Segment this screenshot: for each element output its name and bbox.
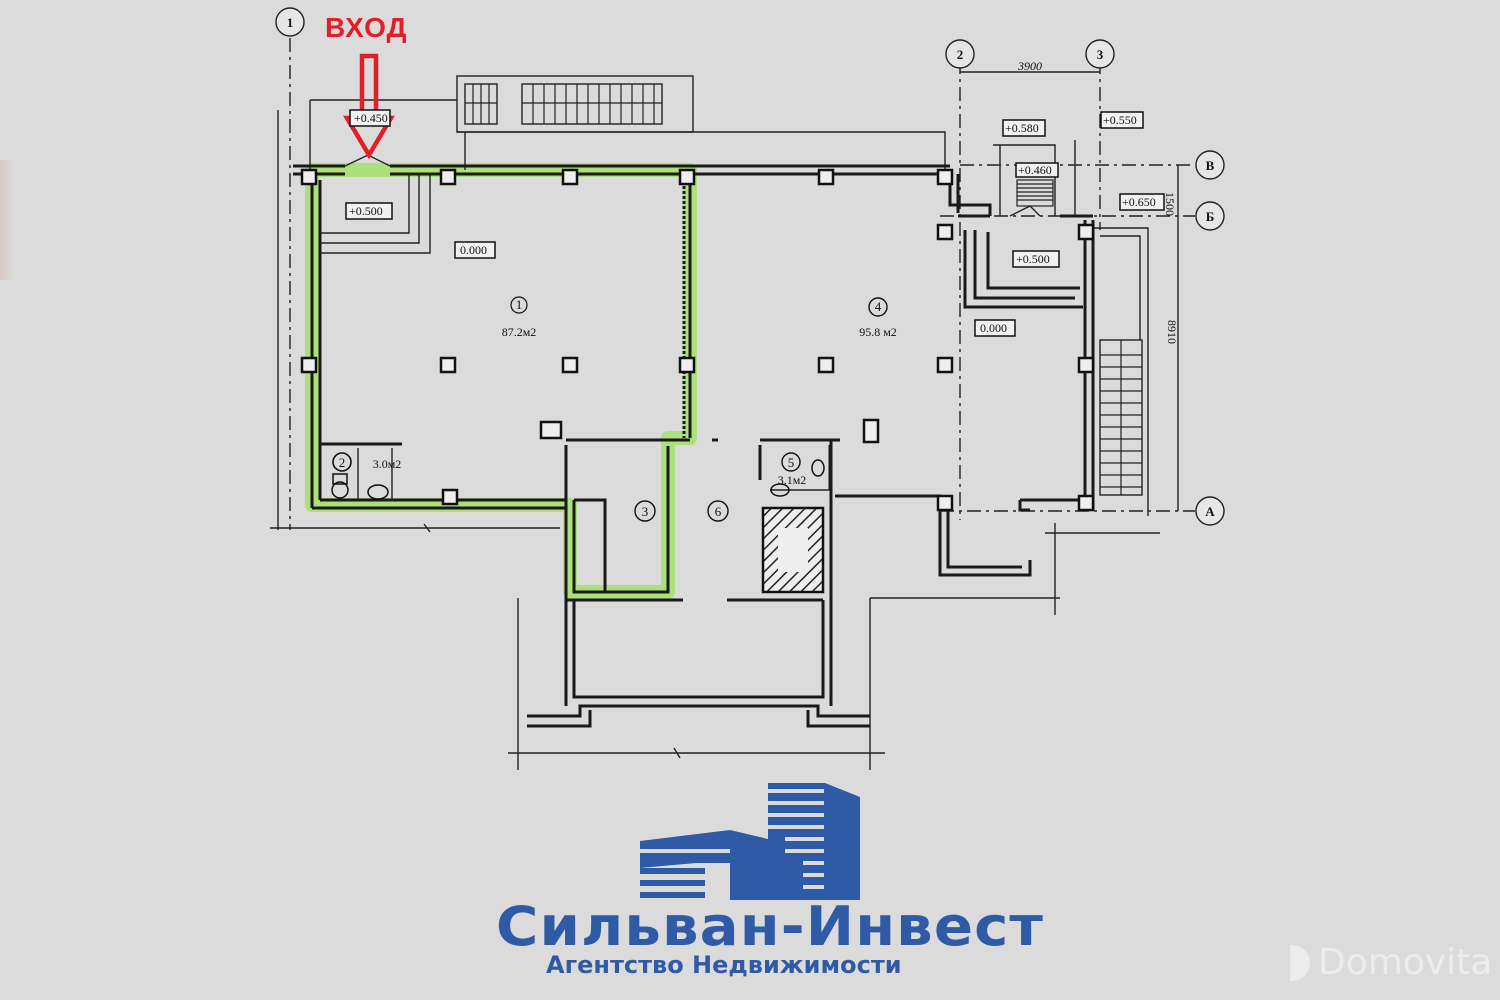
- svg-text:87.2м2: 87.2м2: [502, 325, 537, 339]
- svg-text:+0.450: +0.450: [354, 111, 388, 125]
- svg-text:3: 3: [1097, 47, 1104, 62]
- svg-text:+0.500: +0.500: [349, 204, 383, 218]
- level-outer-550: +0.550: [1100, 111, 1144, 129]
- external-stairs-top: [309, 75, 946, 170]
- room-1[interactable]: 1 87.2м2: [502, 296, 537, 339]
- svg-text:1500: 1500: [1163, 192, 1177, 216]
- brand-name: Сильван-Инвест: [496, 895, 1044, 958]
- level-stair-top: +0.580: [1002, 119, 1046, 137]
- edge-artifact: [0, 160, 14, 280]
- svg-text:6: 6: [715, 504, 722, 519]
- axis-marker-3: 3: [1085, 39, 1115, 69]
- watermark: Domovita: [1290, 942, 1492, 983]
- axis-marker-b: Б: [1195, 201, 1225, 231]
- svg-text:2: 2: [339, 455, 346, 470]
- room-6[interactable]: 6: [707, 500, 729, 522]
- svg-text:Б: Б: [1206, 209, 1215, 224]
- axis-marker-a: А: [1195, 496, 1225, 526]
- svg-text:3900: 3900: [1017, 59, 1042, 73]
- entry-label: ВХОД: [325, 12, 408, 43]
- break-lines: [270, 110, 1160, 770]
- svg-text:+0.460: +0.460: [1018, 163, 1052, 177]
- level-room4-step: +0.500: [1012, 250, 1060, 268]
- watermark-text: Domovita: [1318, 942, 1493, 983]
- svg-text:95.8 м2: 95.8 м2: [859, 325, 897, 339]
- entry-arrow[interactable]: [343, 53, 395, 160]
- level-room4-floor: 0.000: [974, 319, 1016, 337]
- watermark-logo-icon: [1290, 944, 1310, 981]
- wc-fixtures: [320, 442, 832, 500]
- svg-text:А: А: [1205, 504, 1215, 519]
- level-room1-step: +0.500: [345, 202, 393, 220]
- level-outer-650: +0.650: [1119, 193, 1165, 211]
- external-stairs-right: [1099, 339, 1143, 496]
- svg-text:8910: 8910: [1165, 320, 1179, 344]
- svg-text:5: 5: [788, 455, 795, 470]
- svg-text:0.000: 0.000: [980, 321, 1007, 335]
- svg-text:3.1м2: 3.1м2: [778, 473, 807, 487]
- axis-lines: 3900 1500 8910: [289, 38, 1195, 530]
- svg-text:+0.500: +0.500: [1016, 252, 1050, 266]
- brand-subtitle: Агентство Недвижимости: [546, 951, 902, 979]
- axis-marker-2: 2: [945, 39, 975, 69]
- svg-text:2: 2: [957, 47, 964, 62]
- axis-marker-1: 1: [275, 7, 305, 37]
- svg-text:1: 1: [516, 297, 523, 312]
- stairwell-steps: [1016, 179, 1054, 207]
- svg-text:+0.550: +0.550: [1103, 113, 1137, 127]
- columns: [300, 168, 1095, 512]
- svg-text:3.0м2: 3.0м2: [373, 457, 402, 471]
- room-5[interactable]: 5 3.1м2: [778, 452, 807, 487]
- brand-logo-icon: [640, 783, 860, 900]
- svg-text:3: 3: [642, 504, 649, 519]
- elevator-cabin: [778, 528, 808, 572]
- room-4[interactable]: 4 95.8 м2: [859, 297, 897, 339]
- svg-text:В: В: [1206, 158, 1215, 173]
- svg-text:4: 4: [875, 299, 882, 314]
- svg-text:0.000: 0.000: [460, 243, 487, 257]
- axis-marker-v: В: [1195, 150, 1225, 180]
- svg-text:+0.650: +0.650: [1122, 195, 1156, 209]
- room1-step-platform: [320, 174, 431, 254]
- svg-text:1: 1: [287, 15, 294, 30]
- walls: [293, 140, 1149, 728]
- svg-text:+0.580: +0.580: [1005, 121, 1039, 135]
- room-3[interactable]: 3: [634, 500, 656, 522]
- level-entry-step: +0.450: [349, 109, 391, 127]
- room-2[interactable]: 2 3.0м2: [332, 452, 402, 472]
- level-stair-landing: +0.460: [1015, 162, 1059, 178]
- level-room1-floor: 0.000: [454, 241, 496, 259]
